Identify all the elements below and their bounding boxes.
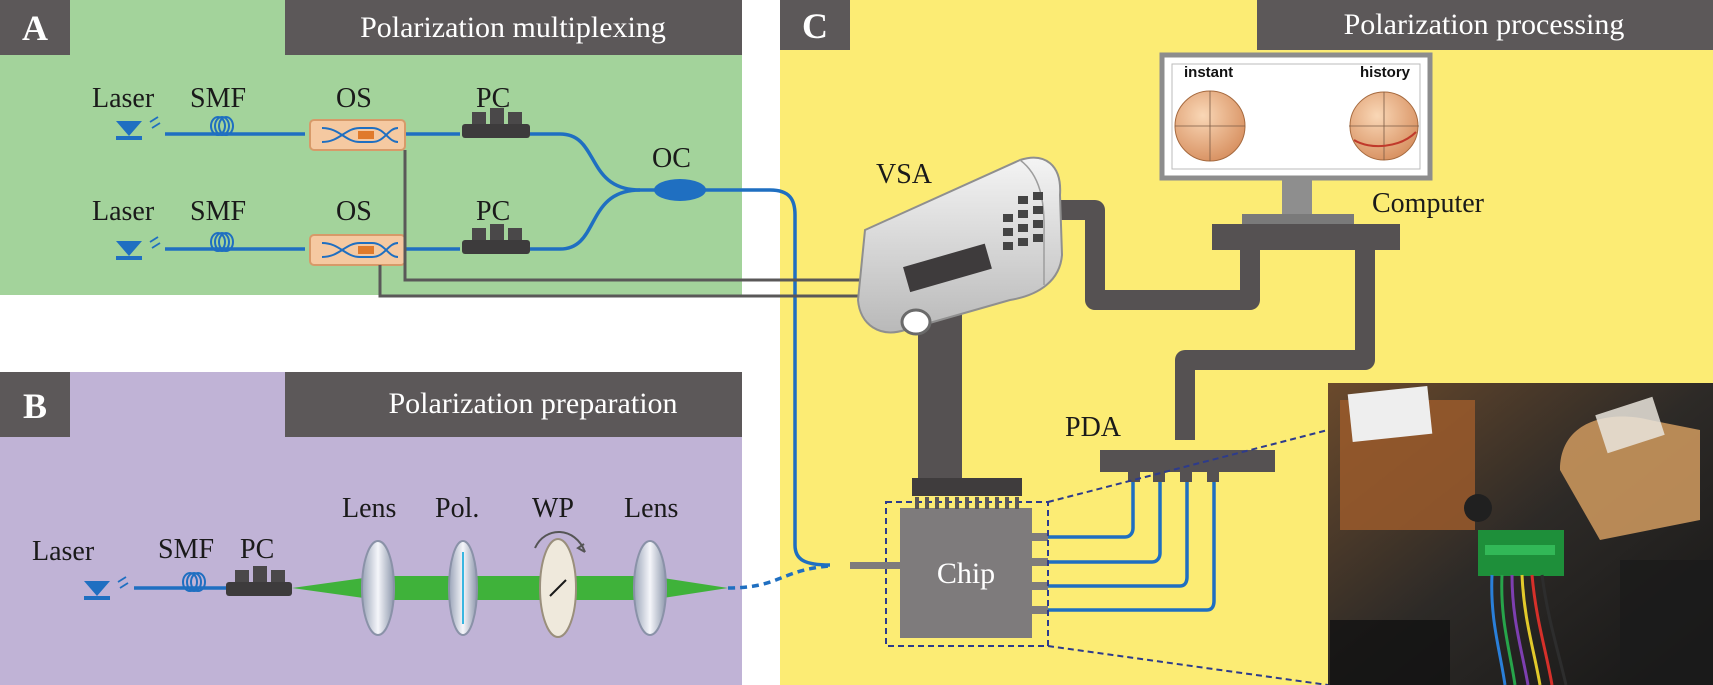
lens-2-icon — [633, 540, 667, 636]
switch-control-line-1 — [403, 150, 920, 282]
polarization-controller-icon — [462, 108, 530, 138]
zoom-line-bottom — [1047, 645, 1329, 685]
oc-label: OC — [652, 143, 691, 174]
lens-1-icon — [361, 540, 395, 636]
panel-b-letter: B — [23, 386, 47, 426]
free-space-coupling — [727, 564, 831, 590]
chip-input-port — [850, 562, 902, 569]
smf-label-b: SMF — [158, 534, 214, 565]
monitor-instant-label: instant — [1184, 64, 1233, 81]
vsa-instrument — [856, 156, 1064, 336]
panel-c-title: Polarization processing — [1344, 8, 1625, 41]
computer-base — [1212, 224, 1400, 250]
optical-coupler-icon — [654, 179, 706, 201]
panel-b-title: Polarization preparation — [388, 387, 677, 420]
panel-a-letter: A — [22, 8, 48, 48]
fiber-a2 — [165, 188, 641, 251]
panel-a-title: Polarization multiplexing — [360, 11, 666, 44]
polarization-controller-icon — [462, 224, 530, 254]
pda-device — [1100, 450, 1275, 472]
panel-a-letter-box — [0, 0, 70, 55]
panel-c-letter: C — [802, 6, 828, 46]
fiber-chip-pda-3 — [1045, 482, 1189, 588]
chip-connector — [912, 478, 1022, 496]
chip-pins — [915, 497, 1019, 509]
os-label-a2: OS — [336, 196, 372, 227]
laser-label-a1: Laser — [92, 83, 155, 114]
laser-label-a2: Laser — [92, 196, 155, 227]
laser-icon — [116, 116, 161, 140]
panel-b-title-box — [285, 372, 742, 437]
chip-output-ports — [1030, 533, 1048, 614]
smf-label-a1: SMF — [190, 83, 246, 114]
fiber-chip-pda-2 — [1045, 482, 1162, 564]
zoom-line-top — [1047, 429, 1329, 503]
chip-body — [900, 508, 1032, 638]
smf-label-a2: SMF — [190, 196, 246, 227]
lens-label-2: Lens — [624, 493, 678, 524]
polarization-controller-icon — [226, 566, 292, 596]
computer-monitor: instant history — [1159, 52, 1433, 224]
os-label-a1: OS — [336, 83, 372, 114]
switch-control-line-2 — [378, 265, 920, 298]
pc-label-a2: PC — [476, 196, 510, 227]
polarizer-label: Pol. — [435, 493, 479, 524]
laser-label-b: Laser — [32, 536, 95, 567]
laser-icon — [116, 236, 161, 260]
computer-label: Computer — [1372, 188, 1485, 219]
setup-photo — [1328, 383, 1713, 685]
pc-label-b: PC — [240, 534, 274, 565]
vsa-label: VSA — [876, 159, 933, 190]
panel-c-title-box — [1257, 0, 1713, 50]
optical-switch-icon — [309, 234, 406, 266]
cable-pda-computer — [1175, 235, 1375, 440]
fiber-chip-pda-4 — [1045, 482, 1216, 612]
waveplate-label: WP — [532, 493, 574, 524]
fiber-chip-pda-1 — [1045, 482, 1135, 539]
waveplate-axis — [549, 579, 567, 597]
fiber-a1 — [165, 132, 831, 567]
optical-switch-icon — [309, 119, 406, 151]
cable-vsa-computer — [1055, 200, 1260, 310]
lens-label-1: Lens — [342, 493, 396, 524]
fiber-coil-icon — [210, 232, 234, 252]
panel-b-letter-box — [0, 372, 70, 437]
chip-label: Chip — [937, 557, 995, 590]
fiber-coil-icon — [182, 572, 206, 592]
monitor-history-label: history — [1360, 64, 1411, 81]
panel-c-letter-box — [780, 0, 850, 50]
laser-icon — [84, 576, 129, 600]
panel-a-title-box — [285, 0, 742, 55]
laser-beam — [292, 576, 728, 600]
pda-label: PDA — [1065, 412, 1122, 443]
